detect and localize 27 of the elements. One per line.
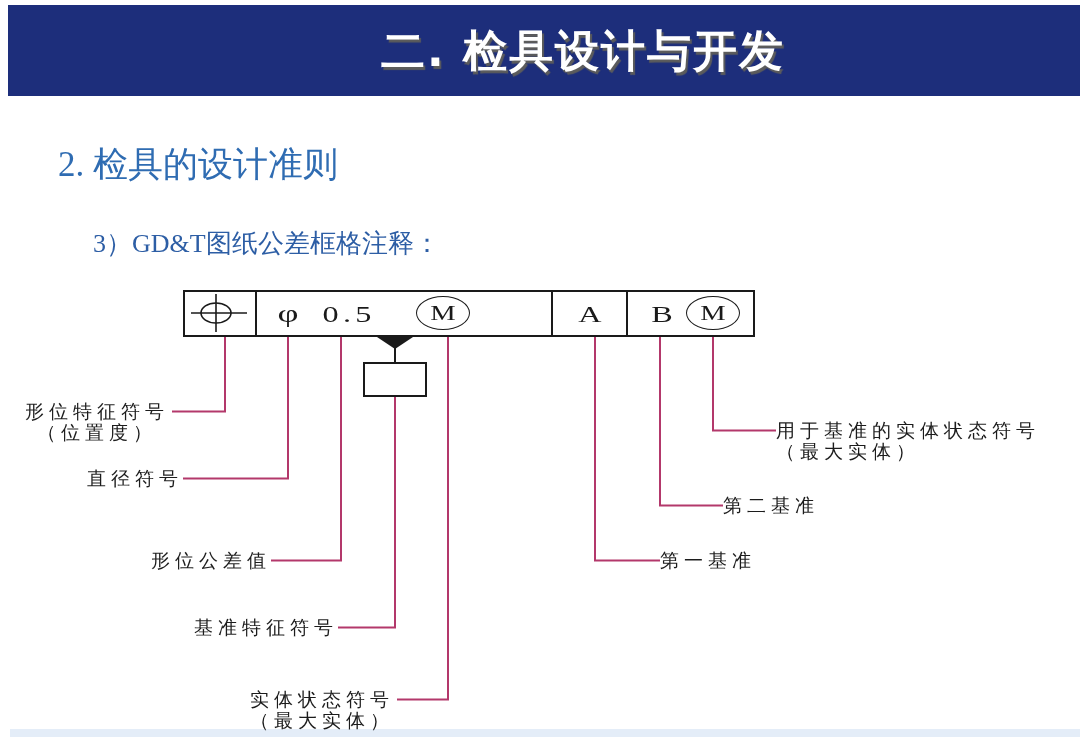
annotation-label: 直径符号: [87, 468, 183, 489]
leader-line: [396, 334, 449, 701]
leader-line: [171, 334, 226, 413]
annotation-label: 形位特征符号（位置度）: [22, 401, 172, 443]
annotation-label: 用于基准的实体状态符号（最大实体）: [776, 420, 1046, 462]
diameter-symbol: φ: [277, 300, 299, 327]
annotation-label: 基准特征符号: [194, 617, 338, 638]
leader-line: [182, 334, 289, 480]
section-heading: 2. 检具的设计准则: [58, 145, 338, 186]
annotation-label: 实体状态符号（最大实体）: [247, 689, 397, 731]
leader-line: [270, 334, 342, 562]
leader-line: [594, 334, 661, 562]
subsection-heading: 3）GD&T图纸公差框格注释：: [93, 229, 440, 259]
annotation-label: 形位公差值: [151, 550, 271, 571]
leader-line: [712, 334, 777, 432]
slide-title: 二. 检具设计与开发: [381, 26, 785, 76]
modifier-letter: M: [430, 302, 456, 324]
datum-letter: B: [651, 302, 673, 325]
annotation-label: 第一基准: [660, 550, 756, 571]
feature-control-frame: [183, 290, 755, 337]
datum-feature-box: [363, 362, 427, 397]
leader-line: [659, 334, 724, 507]
modifier-letter: M: [700, 302, 726, 324]
annotation-label: 第二基准: [723, 495, 819, 516]
tolerance-value: 0.5: [322, 302, 376, 325]
datum-letter: A: [578, 302, 602, 325]
leader-line: [337, 396, 396, 629]
